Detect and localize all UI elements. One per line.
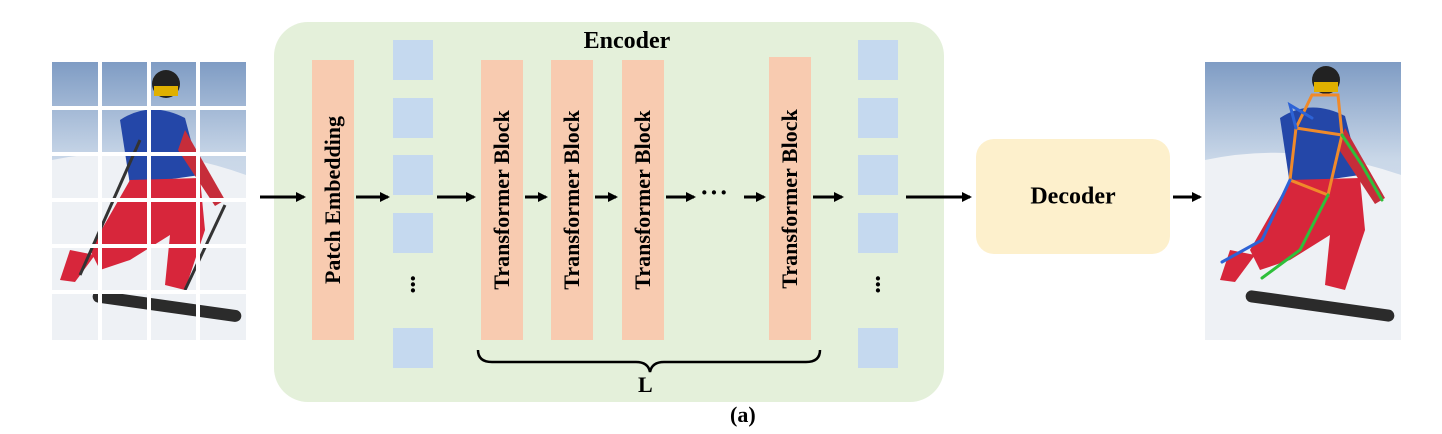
encoder-title: Encoder (583, 28, 671, 54)
transformer-block-1: Transformer Block (481, 60, 523, 340)
transformer-block-2: Transformer Block (551, 60, 593, 340)
transformer-block-3: Transformer Block (622, 60, 664, 340)
horizontal-ellipsis: ··· (700, 178, 730, 207)
block-count-label: L (638, 372, 653, 397)
token-patch (393, 40, 433, 80)
pose-left-limbs (1220, 178, 1292, 264)
token-output (858, 40, 898, 80)
pose-right-limbs (1260, 193, 1330, 280)
token-patch (393, 328, 433, 368)
token-output (858, 98, 898, 138)
vertical-ellipsis: ··· (873, 264, 883, 305)
encoder-panel (274, 22, 944, 402)
token-output (858, 155, 898, 195)
token-patch (393, 98, 433, 138)
pose-right-limbs (1340, 133, 1384, 202)
token-output (858, 328, 898, 368)
pose-left-limbs (1287, 101, 1314, 130)
figure-caption: (a) (730, 402, 756, 427)
decoder-box: Decoder (976, 139, 1170, 254)
vertical-ellipsis: ··· (408, 264, 418, 305)
transformer-block-L: Transformer Block (769, 57, 811, 340)
token-patch (393, 213, 433, 253)
pose-torso (1294, 126, 1344, 137)
token-output (858, 213, 898, 253)
patch-embedding-block: Patch Embedding (312, 60, 354, 340)
token-patch (393, 155, 433, 195)
decoder-label: Decoder (1030, 183, 1116, 209)
block-brace (476, 349, 822, 373)
